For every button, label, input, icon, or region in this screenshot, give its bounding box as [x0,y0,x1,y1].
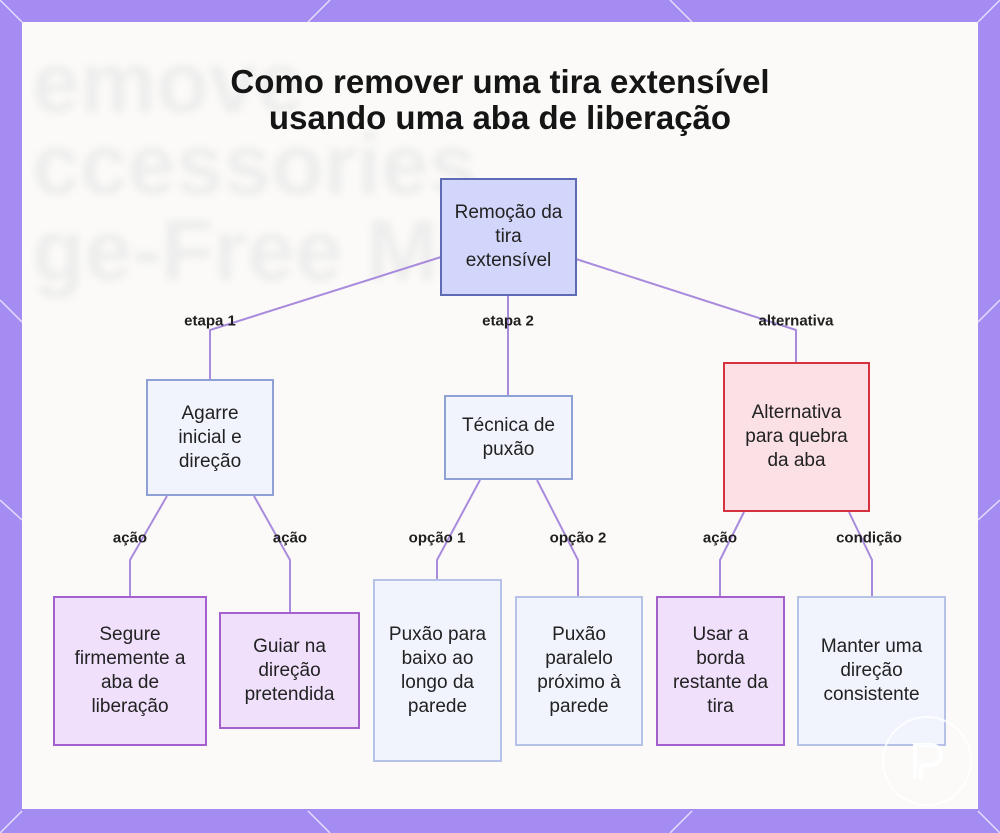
edge-label-option2: opção 2 [549,529,607,547]
node-guide: Guiar na direção pretendida [219,612,360,729]
edge-label-action-edge: ação [702,529,738,547]
node-root: Remoção da tira extensível [440,178,577,296]
edge-alt-edge [719,511,745,596]
edge-label-alternative: alternativa [758,312,834,330]
edge-technique-pulldown [436,479,481,579]
background-text-2: ccessories [32,117,477,213]
edge-root-alternative [575,258,797,362]
node-pull-parallel: Puxão paralelo próximo à parede [515,596,643,746]
edge-label-step1: etapa 1 [184,312,236,330]
edge-label-option1: opção 1 [408,529,466,547]
node-alternative: Alternativa para quebra da aba [723,362,870,512]
background-text-1: emove [32,35,305,131]
background-text-3: ge-Free Met [32,203,515,299]
diagram-title: Como remover uma tira extensível usando … [0,64,1000,136]
node-keep-direction: Manter uma direção consistente [797,596,946,746]
node-use-edge: Usar a borda restante da tira [656,596,785,746]
node-hold: Segure firmemente a aba de liberação [53,596,207,746]
node-technique: Técnica de puxão [444,395,573,480]
edge-grip-guide [253,495,291,612]
title-line-1: Como remover uma tira extensível [230,63,770,100]
edge-grip-hold [129,495,168,596]
edge-root-grip [209,256,442,379]
edge-label-action-guide: ação [272,529,308,547]
brand-logo-icon [882,716,972,806]
edge-technique-parallel [536,479,579,596]
edge-alt-condition [848,511,873,596]
edge-label-step2: etapa 2 [482,312,534,330]
edge-label-condition: condição [836,529,902,547]
node-grip: Agarre inicial e direção [146,379,274,496]
logo-glyph-icon [913,743,943,779]
edge-label-action-hold: ação [112,529,148,547]
title-line-2: usando uma aba de liberação [268,99,732,136]
node-pull-down: Puxão para baixo ao longo da parede [373,579,502,762]
